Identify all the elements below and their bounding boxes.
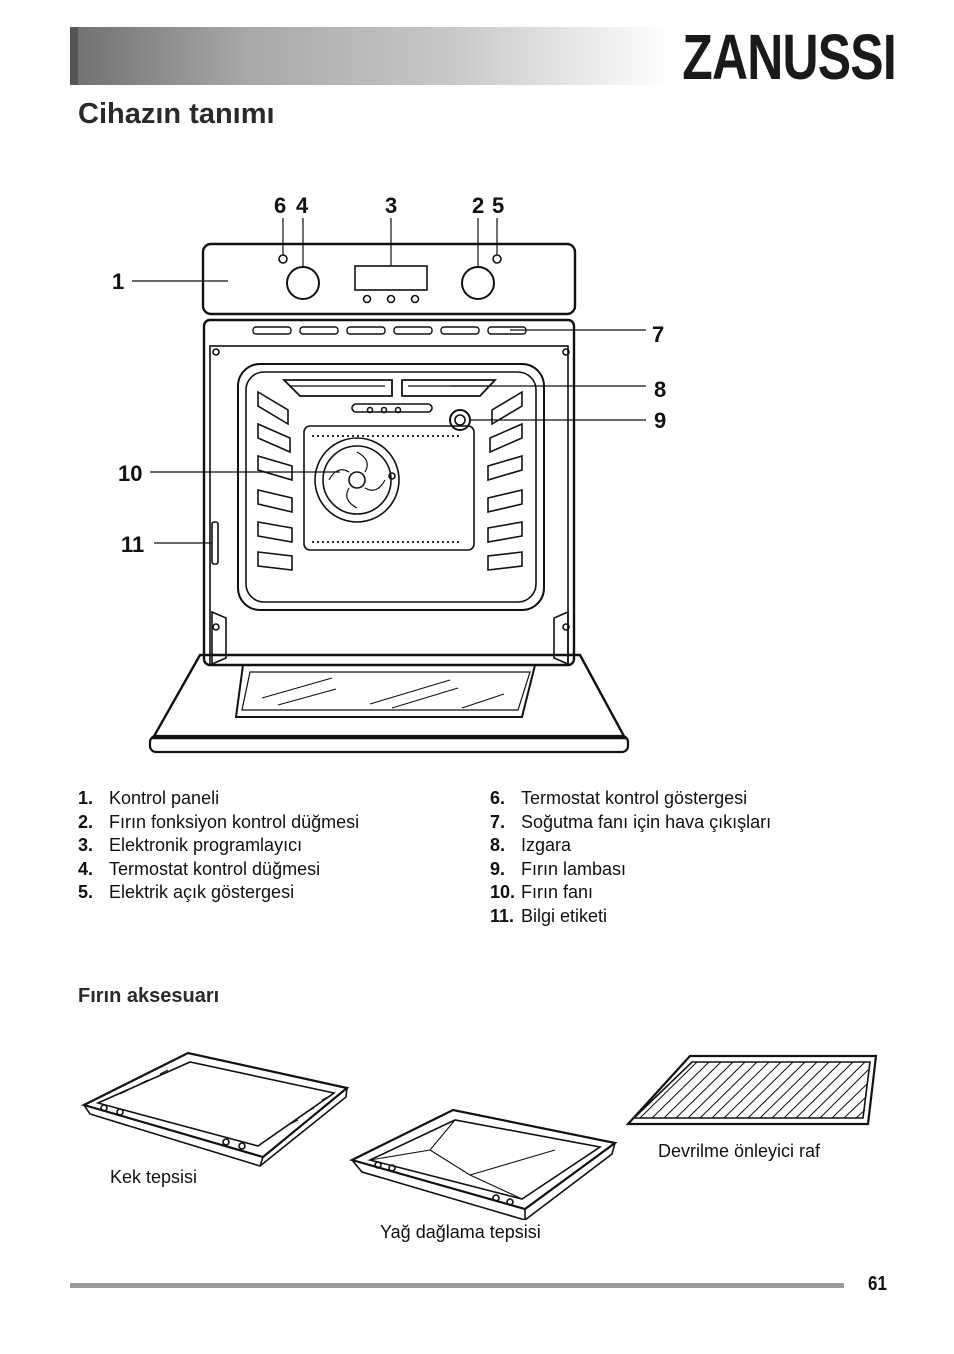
legend-item: 10.Fırın fanı xyxy=(490,882,594,902)
callout-6: 6 xyxy=(274,193,286,218)
callout-5: 5 xyxy=(492,193,504,218)
callout-2: 2 xyxy=(472,193,484,218)
legend-item: 11.Bilgi etiketi xyxy=(490,905,608,926)
grill-pan-label: Yağ dağlama tepsisi xyxy=(380,1222,541,1242)
oven-diagram: 6 4 3 2 5 1 7 8 9 10 11 xyxy=(112,193,666,754)
accessories-illustration xyxy=(80,1051,878,1220)
legend-item: 1.Kontrol paneli xyxy=(78,788,220,808)
callout-9: 9 xyxy=(654,408,666,433)
legend-item: 8.Izgara xyxy=(490,835,572,855)
legend-item: 4.Termostat kontrol düğmesi xyxy=(78,858,321,879)
legend-item: 7.Soğutma fanı için hava çıkışları xyxy=(490,811,772,832)
page-title: Cihazın tanımı xyxy=(78,98,275,130)
legend-left: 1.Kontrol paneli 2.Fırın fonksiyon kontr… xyxy=(78,787,359,905)
callout-8: 8 xyxy=(654,377,666,402)
callout-1: 1 xyxy=(112,269,124,294)
legend-item: 5.Elektrik açık göstergesi xyxy=(78,882,295,902)
legend-item: 9.Fırın lambası xyxy=(490,858,627,879)
cake-tray-label: Kek tepsisi xyxy=(110,1167,198,1187)
header-bar xyxy=(70,27,670,85)
callout-4: 4 xyxy=(296,193,309,218)
callout-10: 10 xyxy=(118,461,142,486)
legend-right: 6.Termostat kontrol göstergesi 7.Soğutma… xyxy=(490,787,771,928)
shelf-illustration xyxy=(625,1054,878,1126)
brand-logo: ZANUSSI xyxy=(682,21,896,93)
callout-11: 11 xyxy=(121,532,144,557)
legend-item: 3.Elektronik programlayıcı xyxy=(78,835,303,855)
grill-pan-illustration xyxy=(348,1108,618,1220)
shelf-label: Devrilme önleyici raf xyxy=(658,1141,821,1161)
cake-tray-illustration xyxy=(80,1051,350,1167)
callout-7: 7 xyxy=(652,322,664,347)
legend-item: 2.Fırın fonksiyon kontrol düğmesi xyxy=(78,811,360,832)
page-number: 61 xyxy=(868,1273,887,1295)
legend-item: 6.Termostat kontrol göstergesi xyxy=(490,788,748,808)
accessories-title: Fırın aksesuarı xyxy=(78,985,220,1007)
callout-3: 3 xyxy=(385,193,397,218)
footer-rule xyxy=(70,1283,844,1288)
